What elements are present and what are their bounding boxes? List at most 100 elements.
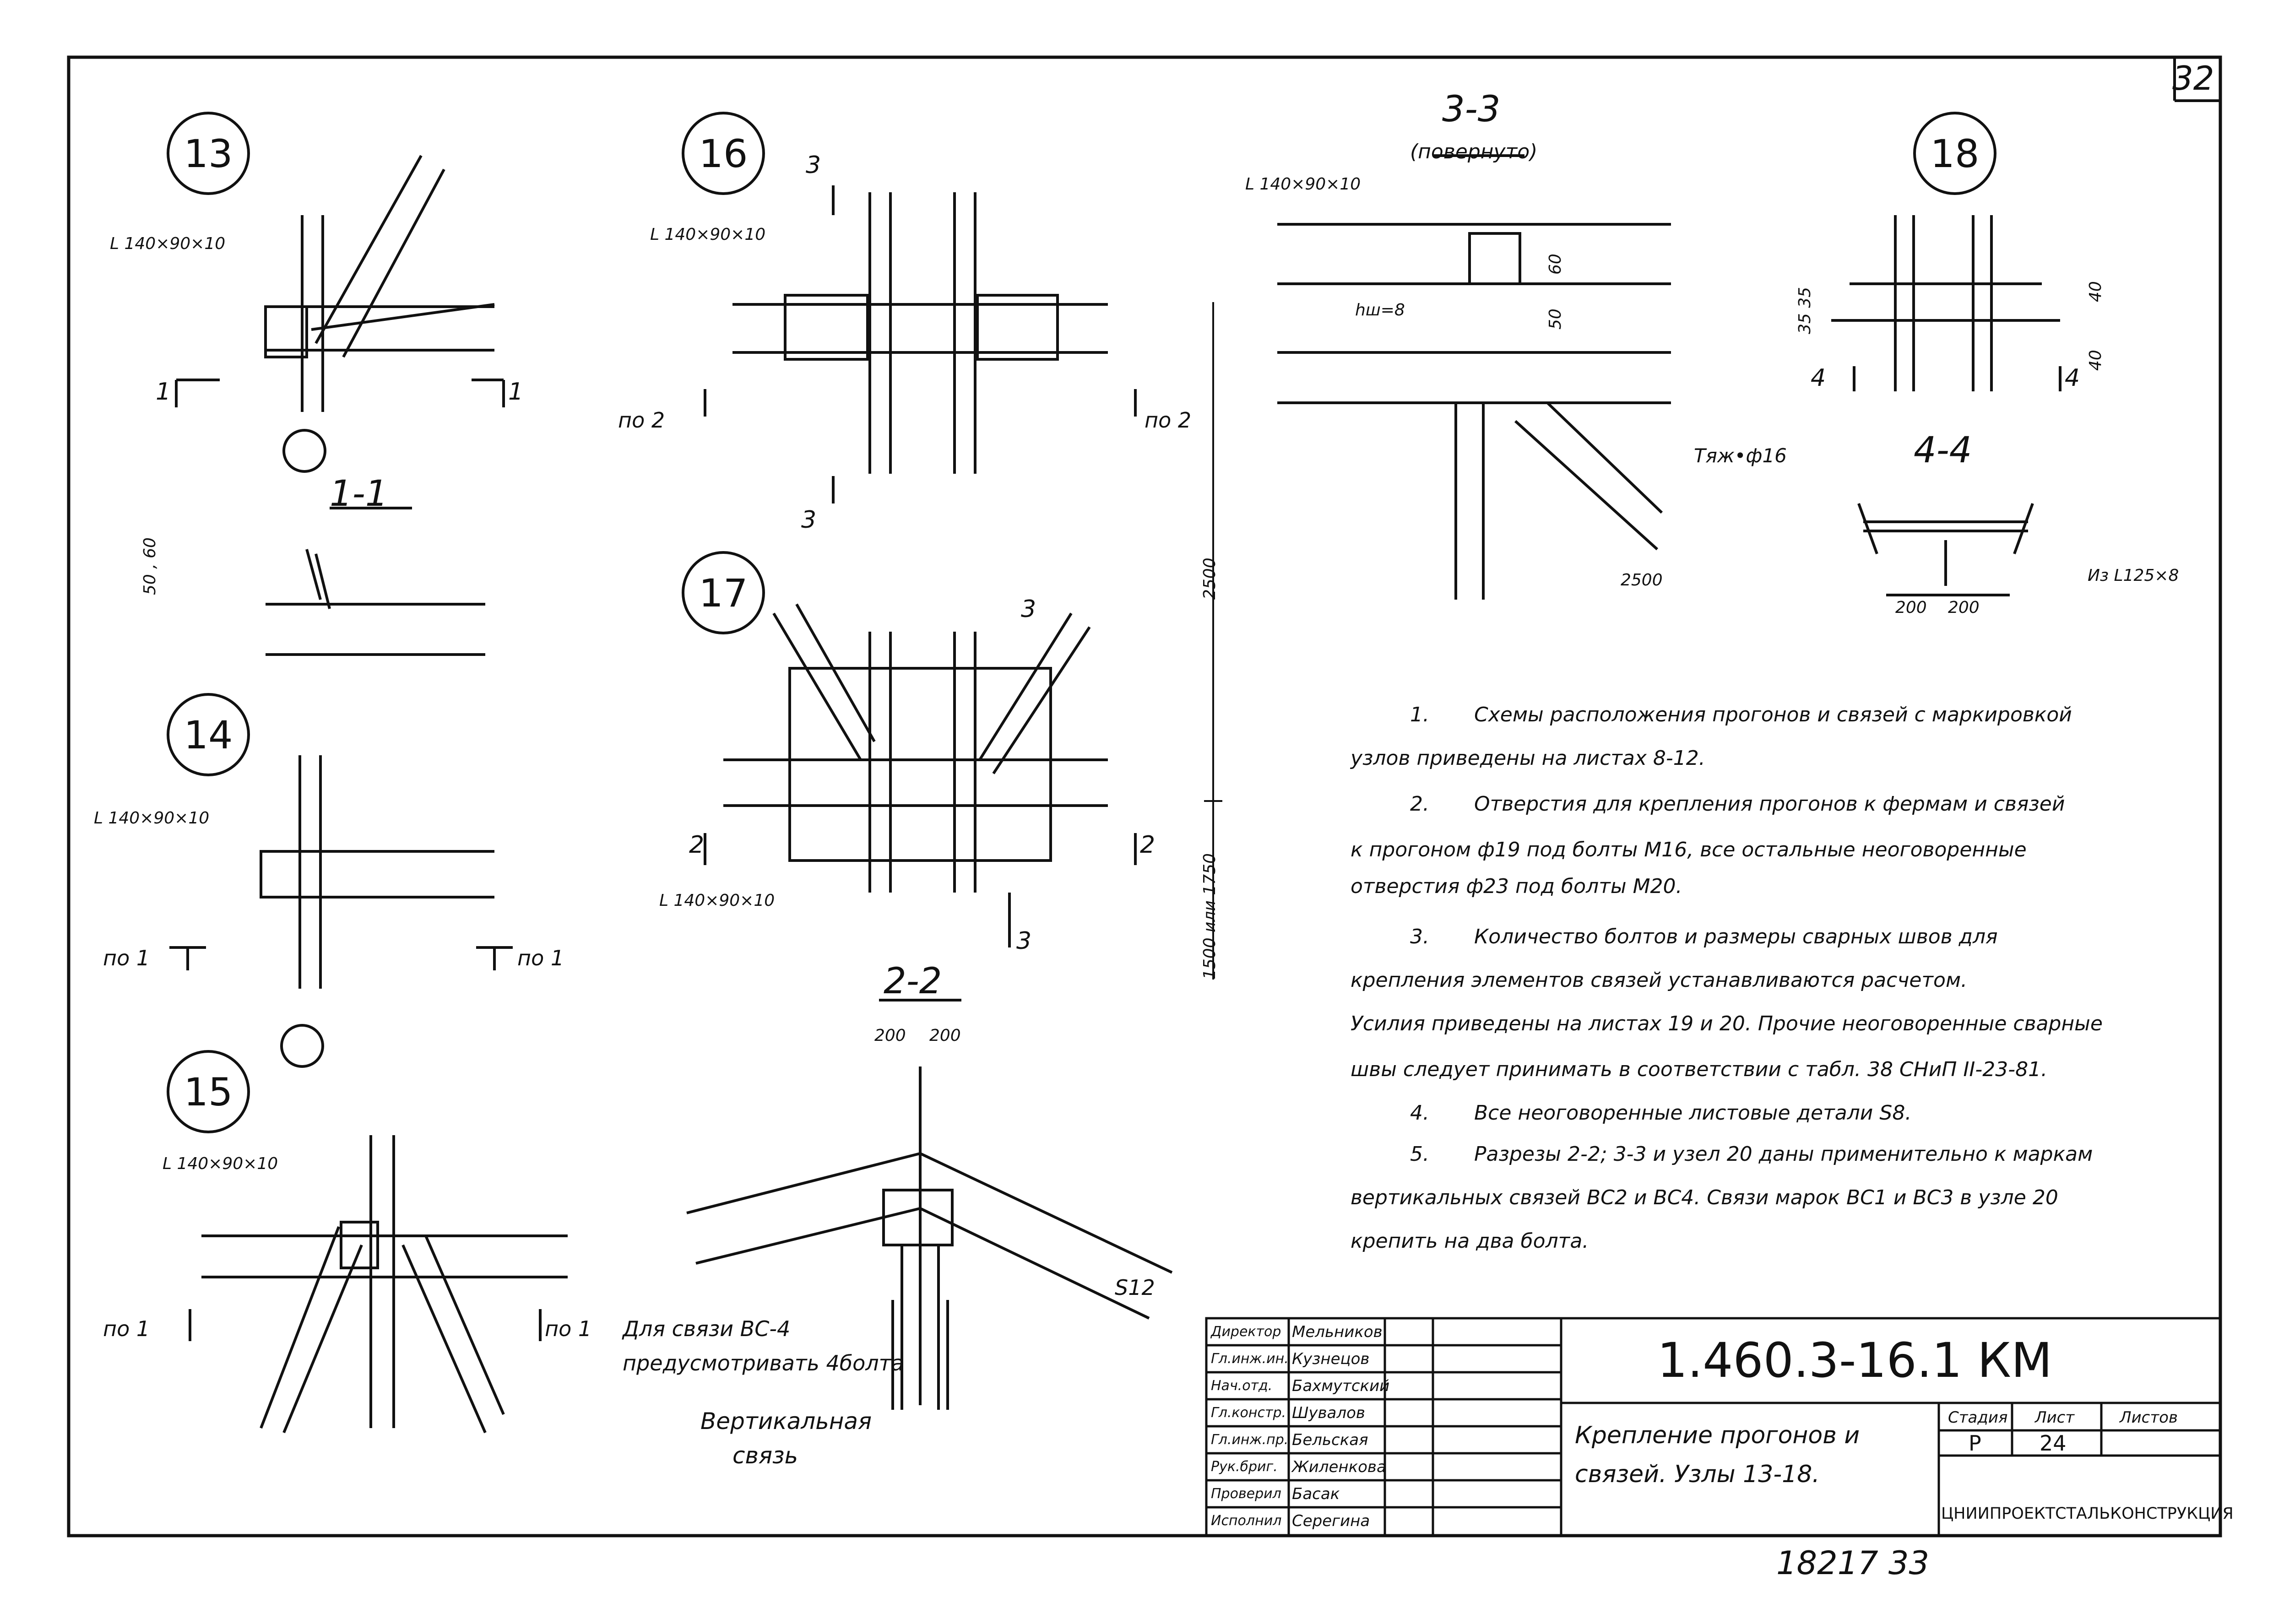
note-3-line4: швы следует принимать в соответствии с т…	[1351, 1058, 2048, 1081]
node-14-label: 14	[184, 713, 233, 758]
po1-node14-left: по 1	[103, 946, 150, 970]
mark-4-left: 4	[1811, 364, 1826, 392]
mark-3-bottom: 3	[801, 506, 817, 534]
dim-200-4-4-left: 200	[1895, 598, 1927, 617]
dlya-svyazi-label: Для связи ВС-4	[623, 1316, 791, 1341]
node-16-label: 16	[699, 131, 748, 176]
po2-left: по 2	[618, 408, 665, 433]
document-code: 1.460.3-16.1 КМ	[1657, 1332, 2052, 1388]
section-2-2-title: 2-2	[884, 961, 942, 1002]
po1-node14-right: по 1	[517, 946, 564, 970]
mark-1-right: 1	[508, 378, 524, 406]
tb-name-5: Жиленкова	[1292, 1458, 1386, 1476]
sheet-frame	[67, 55, 2222, 1537]
tb-role-0: Директор	[1211, 1324, 1281, 1340]
note-3-num: 3.	[1410, 925, 1429, 948]
po1-node15-right: по 1	[545, 1316, 592, 1341]
dim-40-a: 40	[2086, 281, 2105, 302]
node-18-drawing	[1831, 112, 2061, 391]
tb-role-7: Исполнил	[1211, 1513, 1282, 1529]
mark-1-left: 1	[156, 378, 171, 406]
stage-value: Р	[1969, 1431, 1981, 1456]
note-1-line2: узлов приведены на листах 8-12.	[1351, 747, 1705, 770]
angle-label-17: L 140×90×10	[659, 891, 775, 910]
angle-label-13: L 140×90×10	[110, 234, 226, 253]
bottom-number: 18217 33	[1776, 1544, 1930, 1582]
dim-200-4-4-right: 200	[1948, 598, 1980, 617]
dim-200-2-2-right: 200	[929, 1026, 961, 1045]
note-5-num: 5.	[1410, 1142, 1429, 1166]
sheet-title-line1: Крепление прогонов и	[1575, 1422, 1860, 1449]
tb-name-6: Басак	[1292, 1485, 1340, 1503]
dim-2500: 2500	[1621, 571, 1663, 590]
weld-hsh: hш=8	[1355, 301, 1405, 319]
mark-3-top: 3	[806, 152, 821, 179]
dim-50: 50	[1546, 309, 1565, 330]
node-13-drawing	[167, 112, 505, 473]
node-17-drawing	[682, 551, 1137, 947]
note-3-line3: Усилия приведены на листах 19 и 20. Проч…	[1351, 1012, 2103, 1035]
mark-3-node17-bottom: 3	[1016, 927, 1032, 955]
dim-200-2-2-left: 200	[874, 1026, 906, 1045]
title-block-lines	[1205, 1317, 2222, 1537]
node-18-label: 18	[1931, 131, 1980, 176]
dim-2500-vertical: 2500	[1200, 558, 1219, 600]
tb-role-4: Гл.инж.пр.	[1211, 1432, 1289, 1448]
node-14-drawing	[167, 693, 513, 1068]
vertikalnaya-label: Вертикальная	[700, 1408, 872, 1435]
section-4-4-drawing	[1857, 503, 2034, 596]
section-1-1-drawing	[266, 507, 485, 656]
section-4-4-title: 4-4	[1914, 430, 1972, 471]
node-15-label: 15	[184, 1070, 233, 1115]
note-5-line3: крепить на два болта.	[1351, 1229, 1589, 1253]
tb-name-0: Мельников	[1292, 1323, 1383, 1341]
organization: ЦНИИПРОЕКТСТАЛЬКОНСТРУКЦИЯ	[1941, 1505, 2234, 1523]
s12-label: S12	[1115, 1275, 1155, 1300]
sheet-title-line2: связей. Узлы 13-18.	[1575, 1461, 1820, 1488]
mark-3-node17-top: 3	[1021, 595, 1036, 623]
mark-2-left: 2	[689, 831, 705, 859]
note-3-line1: Количество болтов и размеры сварных швов…	[1474, 925, 1998, 948]
tb-role-2: Нач.отд.	[1211, 1378, 1273, 1394]
sheets-header: Листов	[2120, 1408, 2178, 1427]
angle-label-3-3: L 140×90×10	[1245, 175, 1361, 194]
tb-name-7: Серегина	[1292, 1512, 1370, 1530]
mark-4-right: 4	[2065, 364, 2080, 392]
po2-right: по 2	[1145, 408, 1192, 433]
tb-name-3: Шувалов	[1292, 1404, 1365, 1422]
note-2-line1: Отверстия для крепления прогонов к ферма…	[1474, 792, 2065, 816]
note-1-line1: Схемы расположения прогонов и связей с м…	[1474, 703, 2072, 726]
tb-name-2: Бахмутский	[1292, 1377, 1390, 1395]
note-1-num: 1.	[1410, 703, 1429, 726]
node-13-label: 13	[184, 131, 233, 176]
predusmotr-label: предусмотривать 4болта	[623, 1351, 904, 1375]
angle-label-15: L 140×90×10	[163, 1154, 278, 1173]
dim-50-60: 50 , 60	[141, 537, 159, 595]
sheet-header: Лист	[2035, 1408, 2075, 1427]
stage-header: Стадия	[1948, 1408, 2008, 1427]
iz-L125-label: Из L125×8	[2088, 566, 2179, 585]
angle-label-14: L 140×90×10	[94, 809, 210, 828]
node-16-drawing	[682, 112, 1137, 503]
dim-60: 60	[1546, 254, 1565, 275]
mark-2-right: 2	[1140, 831, 1155, 859]
note-3-line2: крепления элементов связей устанавливают…	[1351, 969, 1968, 992]
tb-name-1: Кузнецов	[1292, 1350, 1370, 1368]
note-5-line2: вертикальных связей ВС2 и ВС4. Связи мар…	[1351, 1186, 2058, 1209]
note-4-num: 4.	[1410, 1101, 1429, 1125]
note-2-num: 2.	[1410, 792, 1429, 816]
note-4-line1: Все неоговоренные листовые детали S8.	[1474, 1101, 1912, 1125]
dim-40-b: 40	[2086, 350, 2105, 371]
po1-node15-left: по 1	[103, 1316, 150, 1341]
dim-1500-1750: 1500 или 1750	[1200, 853, 1219, 980]
page-number: 32	[2172, 59, 2214, 97]
section-3-3-drawing	[1277, 154, 1671, 600]
section-1-1-title: 1-1	[330, 473, 388, 514]
tyazh-label: Тяж•ф16	[1694, 444, 1787, 467]
node-17-label: 17	[699, 571, 748, 616]
svyaz-label: связь	[732, 1442, 798, 1469]
node-15-drawing	[167, 1050, 568, 1434]
note-2-line3: отверстия ф23 под болты М20.	[1351, 875, 1682, 898]
tb-role-1: Гл.инж.ин.	[1211, 1351, 1289, 1367]
